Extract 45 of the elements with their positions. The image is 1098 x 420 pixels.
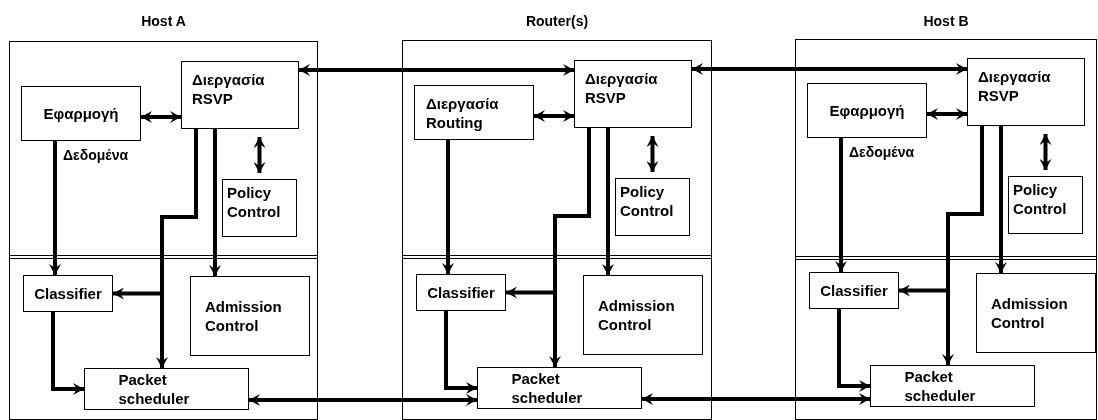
edge-label: Δεδομένα [849,144,915,161]
arrow [249,394,477,406]
process-box: Classifier [23,275,113,312]
process-box: Admission Control [190,276,310,356]
process-box: Εφαρμογή [21,86,141,141]
arrow [646,136,659,172]
edge-label: Δεδομένα [63,147,129,164]
process-box: Packet scheduler [84,368,249,410]
process-box: Classifier [416,274,506,311]
arrow [141,111,181,123]
arrow [642,393,870,405]
arrow [209,129,221,276]
process-box: Classifier [809,272,899,309]
arrow [444,311,477,394]
arrow [1039,134,1052,170]
process-box: Εφαρμογή [807,83,927,138]
arrow [942,126,984,365]
process-box: Διεργασία Routing [414,85,534,140]
arrow [156,129,198,368]
panel-title: Router(s) [525,12,589,30]
panel-title: Host B [923,12,969,30]
arrow [253,137,266,173]
process-box: Policy Control [222,179,297,237]
process-box: Packet scheduler [477,367,642,409]
process-box: Διεργασία RSVP [181,61,299,129]
arrow [442,140,454,274]
process-box: Packet scheduler [870,365,1035,407]
arrow [534,110,574,122]
arrow [692,63,967,75]
process-box: Policy Control [615,178,690,236]
arrow [602,128,614,275]
arrow [299,64,574,76]
process-box: Policy Control [1008,176,1083,234]
arrow [837,309,870,392]
arrow [49,141,61,275]
arrow [51,312,84,395]
arrow [995,126,1007,273]
arrow [927,108,967,120]
arrow [549,128,591,367]
process-box: Admission Control [976,273,1096,353]
process-box: Διεργασία RSVP [574,60,692,128]
process-box: Διεργασία RSVP [967,58,1085,126]
arrow [835,138,847,272]
panel-title: Host A [141,12,186,30]
process-box: Admission Control [583,275,703,355]
